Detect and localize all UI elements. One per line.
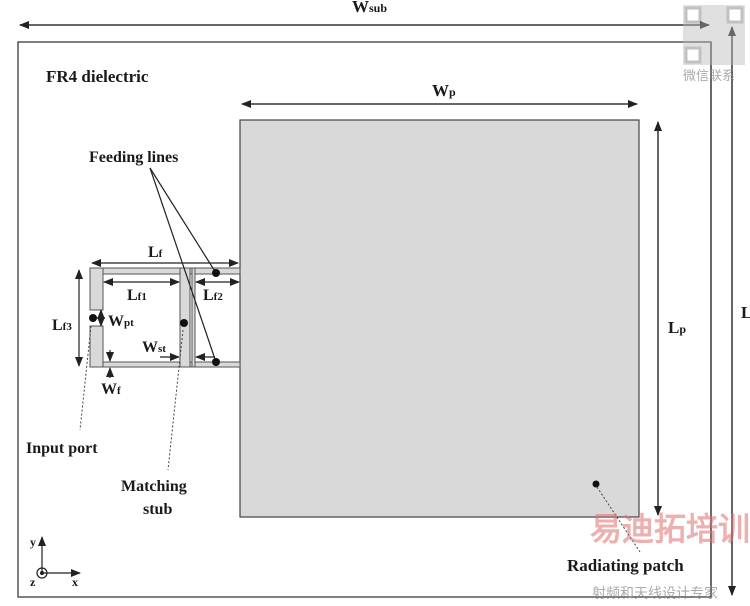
brand-watermark: 易迪拓培训 — [590, 510, 750, 548]
radiating-patch-label: Radiating patch — [567, 556, 684, 575]
feed-arm-lower — [89, 325, 104, 368]
wp-label: Wp — [432, 81, 456, 100]
dimension-arrows — [75, 259, 240, 378]
leader-line-top — [149, 167, 217, 274]
axis-x-label: x — [72, 575, 78, 589]
feeding-lines-label: Feeding lines — [89, 149, 178, 166]
dashed-leaders — [79, 325, 641, 553]
input-port-label: Input port — [26, 440, 98, 457]
wf-label: Wf — [101, 381, 121, 398]
lf2-label: Lf2 — [203, 287, 223, 304]
callout-dots — [89, 269, 600, 488]
wst-label: Wst — [142, 339, 166, 356]
lf1-label: Lf1 — [127, 287, 147, 304]
feed-arm-upper — [89, 267, 104, 311]
callout-dot — [180, 319, 188, 327]
wsub-label: Wsub — [352, 0, 387, 16]
feeding-lines-leaders — [149, 167, 217, 363]
lp-label: Lp — [668, 318, 686, 337]
matching-stub-label-2: stub — [143, 501, 172, 518]
matching-stub-leader — [167, 329, 184, 471]
callout-dot — [212, 358, 220, 366]
feeding-network — [89, 267, 241, 368]
radiating-patch — [239, 119, 640, 518]
radiating-patch-leader — [596, 486, 641, 553]
callout-dot — [89, 314, 97, 322]
wpt-label: Wpt — [108, 313, 134, 330]
dielectric-label: FR4 dielectric — [46, 67, 149, 86]
matching-stub — [179, 267, 191, 368]
axis-z-label: z — [30, 575, 36, 589]
input-port-leader — [79, 325, 92, 431]
lf-label: Lf — [148, 244, 163, 261]
qr-caption: 微信联系 — [683, 69, 735, 84]
lf3-label: Lf3 — [52, 317, 72, 334]
matching-stub-label: Matching — [121, 478, 187, 495]
qr-code-watermark — [683, 5, 745, 65]
leader-line-bottom — [149, 167, 217, 363]
ls-label: L — [741, 303, 750, 322]
axis-y-label: y — [30, 535, 36, 549]
slogan-watermark: 射频和天线设计专家 — [592, 585, 718, 602]
callout-dot — [592, 480, 600, 488]
callout-dot — [212, 269, 220, 277]
feed-vertical-line — [191, 267, 196, 368]
axes-icon — [36, 536, 81, 579]
